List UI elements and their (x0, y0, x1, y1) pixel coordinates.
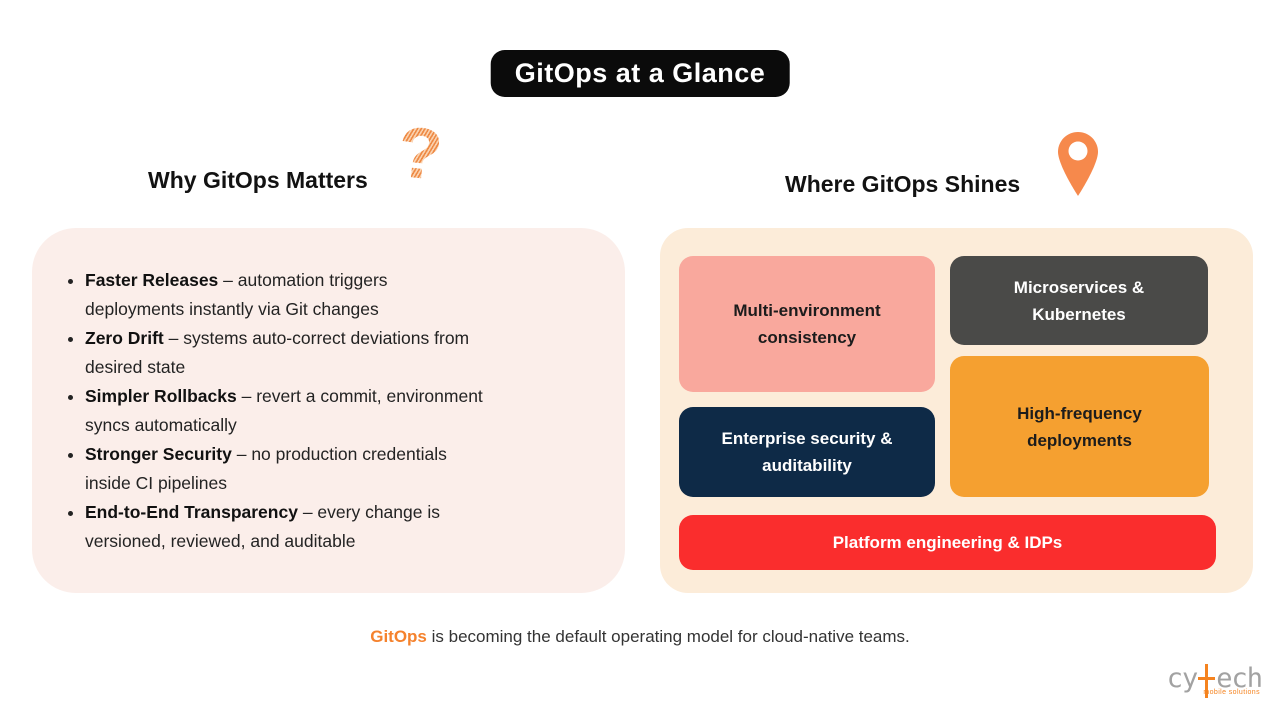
benefit-description: – every change is versioned, reviewed, a… (85, 502, 440, 551)
footer-text: is becoming the default operating model … (426, 627, 910, 646)
page-title: GitOps at a Glance (490, 50, 790, 97)
list-item: Faster Releases – automation triggers de… (85, 266, 590, 324)
benefit-term: Faster Releases (85, 270, 219, 290)
benefits-list: Faster Releases – automation triggers de… (32, 228, 590, 556)
benefit-description: – automation triggers deployments instan… (85, 270, 388, 319)
tile-platform-engineering: Platform engineering & IDPs (679, 515, 1216, 570)
tile-multi-environment: Multi-environment consistency (679, 256, 935, 392)
benefit-term: Simpler Rollbacks (85, 386, 237, 406)
list-item: End-to-End Transparency – every change i… (85, 498, 590, 556)
benefit-term: Stronger Security (85, 444, 232, 464)
question-mark-icon: ? (393, 111, 447, 197)
tile-microservices: Microservices & Kubernetes (950, 256, 1208, 345)
footer-brand: GitOps (370, 627, 427, 646)
cytech-logo: cy ech mobile solutions (1132, 663, 1263, 698)
location-pin-icon (1058, 132, 1098, 196)
footer-tagline: GitOps is becoming the default operating… (0, 627, 1280, 647)
list-item: Simpler Rollbacks – revert a commit, env… (85, 382, 590, 440)
benefit-description: – revert a commit, environment syncs aut… (85, 386, 483, 435)
tile-enterprise-security: Enterprise security & auditability (679, 407, 935, 497)
right-section-heading: Where GitOps Shines (785, 171, 1021, 197)
benefit-description: – systems auto-correct deviations from d… (85, 328, 470, 377)
benefit-term: End-to-End Transparency (85, 502, 298, 522)
left-section-heading: Why GitOps Matters (148, 167, 368, 193)
tile-high-frequency: High-frequency deployments (950, 356, 1209, 497)
benefit-term: Zero Drift (85, 328, 164, 348)
why-gitops-panel: Faster Releases – automation triggers de… (32, 228, 625, 593)
logo-wordmark: cy ech (1132, 663, 1263, 698)
list-item: Stronger Security – no production creden… (85, 440, 590, 498)
where-gitops-panel: Multi-environment consistency Microservi… (660, 228, 1253, 593)
logo-tagline: mobile solutions (1203, 689, 1260, 696)
logo-t-cross-icon (1198, 664, 1216, 698)
benefit-description: – no production credentials inside CI pi… (85, 444, 447, 493)
list-item: Zero Drift – systems auto-correct deviat… (85, 324, 590, 382)
logo-part1: cy (1166, 663, 1199, 694)
logo-part2: ech (1216, 663, 1263, 694)
